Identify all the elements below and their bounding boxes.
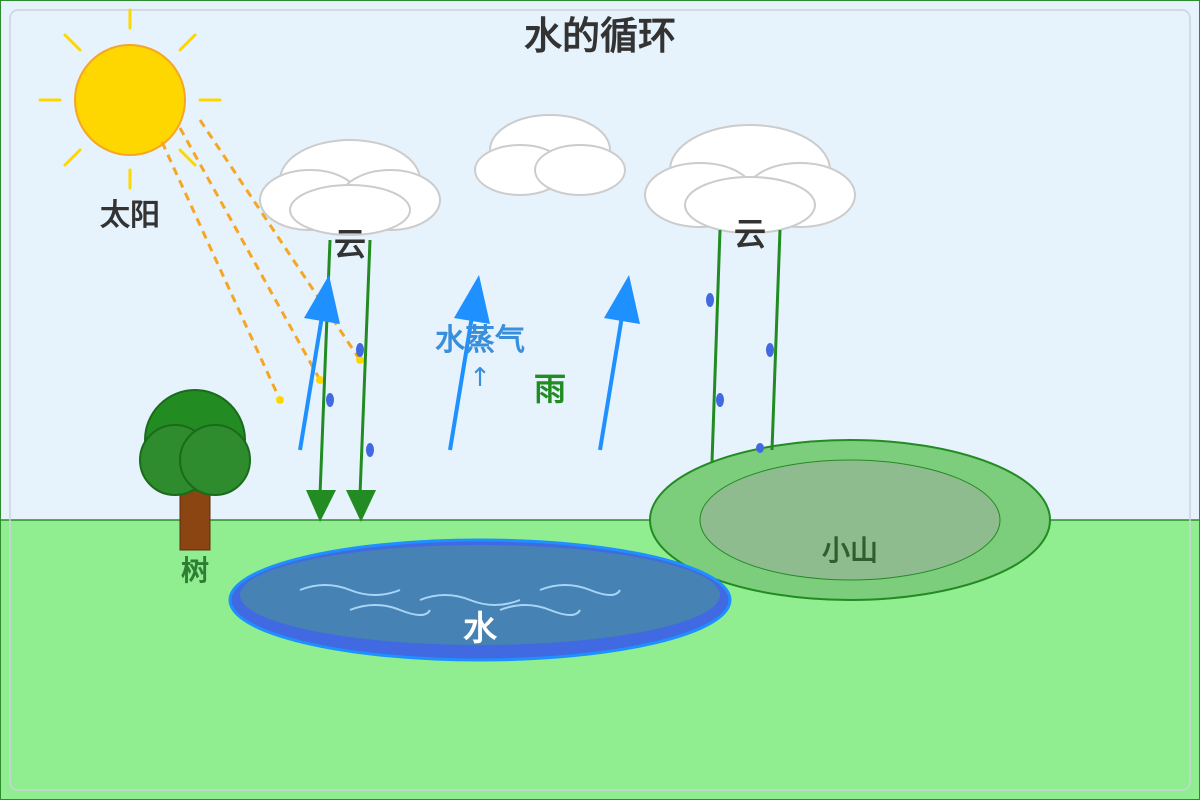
sun-icon: [38, 8, 222, 190]
raindrop-icon: [366, 443, 374, 457]
sun-label: 太阳: [100, 198, 160, 233]
raindrops: [326, 293, 774, 457]
cloud-icon: [644, 124, 856, 234]
lake-icon: [228, 538, 732, 662]
evaporation-arrows: [298, 275, 640, 451]
raindrop-icon: [756, 443, 764, 453]
cloud-label-right: 云: [734, 215, 766, 253]
ray-end-dot: [356, 356, 364, 364]
arrow-up-icon: [604, 275, 640, 324]
page-title: 水的循环: [524, 14, 676, 58]
rain-left: [306, 239, 376, 522]
raindrop-icon: [356, 343, 364, 357]
inner-frame: [9, 9, 1191, 791]
hill-icon: [649, 439, 1051, 601]
hill-label: 小山: [822, 534, 878, 567]
cloud-icon: [259, 139, 441, 236]
arrow-up-icon: [304, 275, 340, 324]
ray-end-dot: [276, 396, 284, 404]
raindrop-icon: [766, 343, 774, 357]
raindrop-icon: [326, 393, 334, 407]
arrow-down-icon: [306, 490, 336, 522]
tree-icon: [139, 389, 251, 551]
sun-ray: [160, 141, 282, 401]
cloud-icon: [474, 114, 626, 196]
tree-label: 树: [181, 554, 209, 587]
arrow-up-icon: [454, 275, 490, 324]
ray-end-dot: [316, 376, 324, 384]
rain-label: 雨: [534, 370, 566, 408]
arrow-down-icon: [346, 490, 376, 522]
cloud-label-left: 云: [334, 225, 366, 263]
rain-right: [710, 229, 782, 463]
vapor-label: 水蒸气: [435, 323, 525, 358]
raindrop-icon: [706, 293, 714, 307]
raindrop-icon: [716, 393, 724, 407]
vapor-arrow-glyph: ↑: [469, 363, 491, 393]
water-label: 水: [463, 609, 498, 649]
sun-ray: [178, 127, 322, 381]
